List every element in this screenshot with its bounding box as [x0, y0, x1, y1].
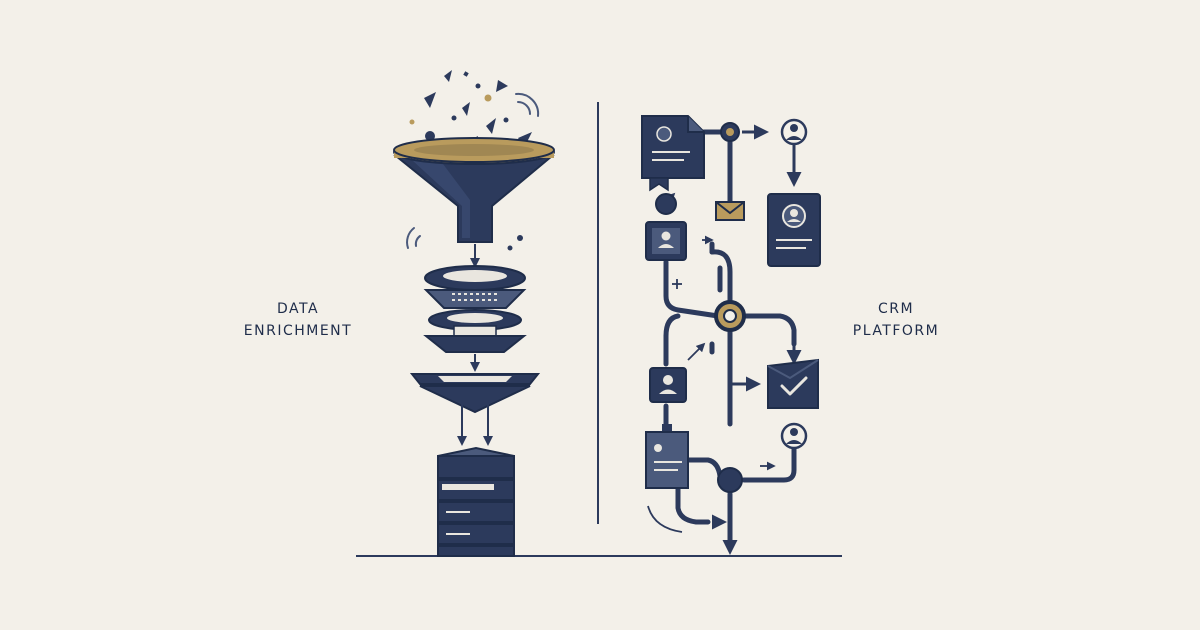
checkmark-folder-icon — [767, 358, 819, 409]
user-card-icon — [645, 221, 687, 261]
user-circle-icon — [780, 118, 808, 146]
data-enrichment-label-line1: DATA — [276, 301, 320, 317]
crm-platform-label-line1: CRM — [877, 301, 915, 317]
document-icon — [645, 424, 689, 489]
envelope-icon — [715, 201, 745, 221]
user-card-icon — [649, 367, 687, 403]
crm-platform-label-line2: PLATFORM — [852, 323, 940, 339]
filter-disc-icon — [423, 309, 527, 353]
flow-arrows — [712, 124, 802, 555]
user-card-icon — [767, 193, 821, 267]
filter-disc-icon — [423, 265, 527, 309]
hub-node-icon — [714, 300, 746, 332]
data-enrichment-label-line2: ENRICHMENT — [243, 323, 353, 339]
server-stack-icon — [437, 446, 515, 557]
filter-disc-icon — [409, 373, 541, 414]
hub-node-icon — [717, 467, 743, 493]
user-circle-icon — [780, 422, 808, 450]
signal-wave-icon — [406, 92, 540, 249]
document-icon — [641, 115, 705, 192]
small-node — [655, 193, 677, 215]
hub-node-inner — [726, 128, 734, 136]
data-enrichment-label: DATA ENRICHMENT — [228, 298, 368, 342]
funnel-icon — [393, 137, 555, 243]
crm-platform-label: CRM PLATFORM — [836, 298, 956, 342]
